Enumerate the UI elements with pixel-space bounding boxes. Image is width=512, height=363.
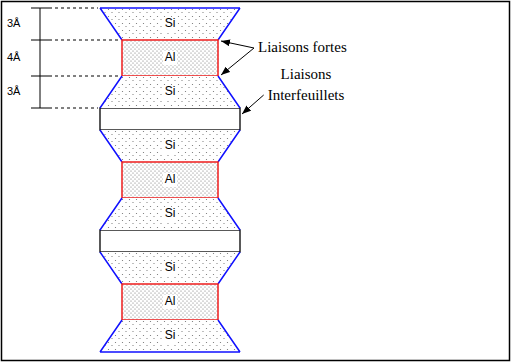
label-text: Liaisons fortes: [258, 39, 347, 55]
element-symbol: Al: [163, 173, 178, 186]
layer-fill: [100, 320, 240, 352]
layer-fill: [100, 76, 240, 108]
element-symbol: Si: [163, 85, 178, 98]
layer-fill: [122, 40, 218, 76]
element-symbol: Si: [163, 17, 178, 30]
silica-layer: Si: [100, 76, 240, 108]
dimension-line: [40, 8, 41, 108]
layer-fill: [122, 284, 218, 320]
label-text: 3Å: [7, 17, 20, 29]
element-symbol: Al: [163, 295, 178, 308]
bond-label: Liaisons fortes: [258, 37, 347, 58]
dimension-label: 4Å: [7, 51, 20, 63]
element-symbol: Si: [163, 139, 178, 152]
layer-fill: [100, 8, 240, 40]
extension-line: [49, 8, 98, 9]
extension-line: [49, 76, 120, 77]
dimension-label: 3Å: [7, 17, 20, 29]
label-text: Liaisons Interfeuillets: [268, 66, 345, 103]
dimension-label: 3Å: [7, 85, 20, 97]
dimension-tick: [31, 8, 49, 9]
extension-line: [49, 108, 98, 109]
layer-border: [100, 320, 240, 352]
layer-border: [100, 76, 240, 108]
interlayer-band: [100, 230, 240, 252]
interlayer-band: [100, 108, 240, 130]
label-text: 4Å: [7, 51, 20, 63]
alumina-layer: Al: [122, 284, 218, 320]
extension-line: [49, 40, 120, 41]
dimension-tick: [31, 40, 49, 41]
layer-fill: [122, 162, 218, 198]
element-symbol: Si: [163, 207, 178, 220]
dimension-tick: [31, 76, 49, 77]
element-symbol: Si: [163, 261, 178, 274]
alumina-layer: Al: [122, 162, 218, 198]
silica-layer: Si: [100, 320, 240, 352]
layer-border: [100, 252, 240, 284]
silica-layer: Si: [100, 198, 240, 230]
alumina-layer: Al: [122, 40, 218, 76]
silica-layer: Si: [100, 8, 240, 40]
leader-arrow: [221, 48, 254, 75]
silica-layer: Si: [100, 130, 240, 162]
layer-border: [100, 8, 240, 40]
silica-layer: Si: [100, 252, 240, 284]
layer-fill: [100, 130, 240, 162]
layer-fill: [100, 252, 240, 284]
dimension-tick: [31, 108, 49, 109]
leader-arrow: [221, 41, 254, 48]
bond-label: Liaisons Interfeuillets: [256, 64, 356, 106]
element-symbol: Al: [163, 51, 178, 64]
layer-fill: [100, 198, 240, 230]
layer-border: [100, 130, 240, 162]
leader-arrow: [242, 95, 264, 114]
element-symbol: Si: [163, 329, 178, 342]
label-text: 3Å: [7, 85, 20, 97]
layer-border: [100, 198, 240, 230]
